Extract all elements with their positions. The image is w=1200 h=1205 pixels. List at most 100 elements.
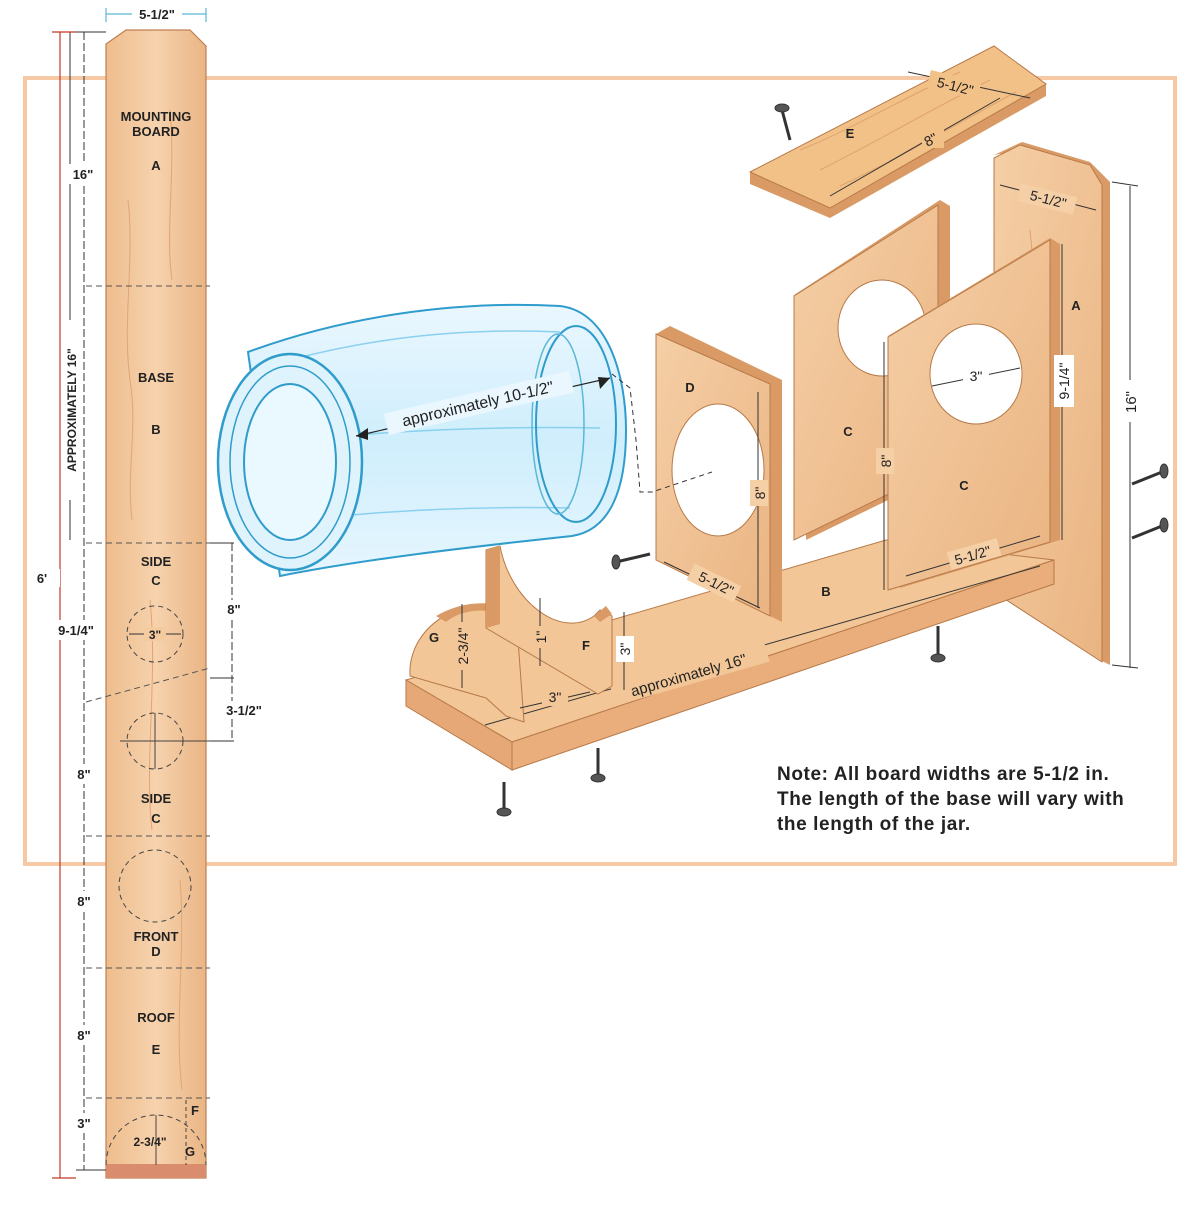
jar-bottom-rim [535, 325, 617, 523]
note-text: Note: All board widths are 5-1/2 in. The… [777, 762, 1157, 837]
len-8c-label: 8" [77, 1028, 90, 1043]
cut-line-angled [85, 667, 211, 703]
base-length-bg [610, 642, 770, 706]
len-8b-bg [70, 891, 98, 911]
cradle-f: F 1" 3" 3" [485, 545, 634, 709]
jar-dim-arrow-right [598, 377, 610, 389]
label-roof: ROOF [137, 1010, 175, 1025]
len-914-bg [48, 620, 104, 640]
board-grain-4 [178, 879, 183, 1091]
base-front-edge [511, 559, 1055, 771]
note-line-3: the length of the jar. [777, 814, 971, 835]
jar-guide-line [611, 373, 713, 493]
screw-base-3 [496, 782, 512, 817]
label-letter-e: E [152, 1042, 161, 1057]
label-mounting: MOUNTING [121, 109, 192, 124]
label-arc-dim: 2-3/4" [133, 1135, 166, 1149]
cradle-width-label: 3" [549, 689, 562, 705]
mount-width-bg [1016, 183, 1078, 215]
cradle-f-post-top [594, 606, 612, 622]
screw-base-1 [930, 626, 946, 663]
board-body [105, 29, 207, 1179]
cradle-width-bg [542, 688, 568, 706]
label-letter-f: F [191, 1103, 199, 1118]
len-8c-bg [70, 1025, 98, 1045]
mount-height-label: 16" [1123, 391, 1140, 413]
board-grain-2 [169, 109, 173, 281]
len-16-label: 16" [73, 167, 94, 182]
label-board: BOARD [132, 124, 180, 139]
len-16-bg [64, 164, 102, 184]
len-8a-label: 8" [77, 767, 90, 782]
glass-jar: approximately 10-1/2" [216, 303, 713, 578]
screw-base-2 [590, 748, 606, 783]
total-length-bg [30, 569, 60, 587]
side-front-914-label: 9-1/4" [1056, 363, 1072, 400]
cradle-arc [105, 1114, 207, 1166]
side-front-8-label: 8" [878, 455, 894, 468]
screw-mount-2 [1131, 517, 1169, 540]
side-front-8-bg [876, 448, 894, 474]
front-width-bg [686, 563, 742, 603]
note-line-1: Note: All board widths are 5-1/2 in. [777, 764, 1110, 785]
screw-roof [774, 103, 792, 141]
label-letter-c-1: C [151, 573, 161, 588]
screw-front [611, 552, 651, 570]
assembly: A 5-1/2" 16" B approximately 16" C [216, 45, 1169, 817]
approx-16-label: APPROXIMATELY 16" [65, 348, 79, 472]
screws [496, 103, 1169, 817]
note-line-2: The length of the base will vary with [777, 789, 1125, 810]
label-letter-c-2: C [151, 811, 161, 826]
label-letter-d: D [151, 944, 160, 959]
background-frame [23, 76, 1177, 866]
len-8b-label: 8" [77, 894, 90, 909]
roof-length-bg [922, 130, 944, 148]
label-side-1: SIDE [141, 554, 172, 569]
side-front-hole-label: 3" [970, 368, 983, 384]
roof-length-dim [829, 97, 1001, 197]
cradle-notch-bg [532, 626, 548, 648]
side-front-letter: C [959, 478, 969, 493]
front-letter: D [685, 380, 694, 395]
jar-dim-arrow-left [356, 428, 368, 440]
len-8a-bg [70, 764, 98, 784]
len-3-label: 3" [77, 1116, 90, 1131]
front-height-label: 8" [752, 487, 768, 500]
hole-dim-bg [144, 627, 166, 641]
label-front: FRONT [134, 929, 179, 944]
roof-e: E 5-1/2" 8" [748, 45, 1047, 218]
board-width-label-bg [132, 5, 182, 23]
front-height-bg [750, 480, 768, 506]
label-letter-g: G [185, 1144, 195, 1159]
hole-circle-side-1 [126, 605, 184, 663]
approx-label-bg [63, 320, 79, 500]
cradle-notch-label: 1" [533, 631, 549, 644]
side-dim-lower-label: 3-1/2" [226, 703, 262, 718]
mount-height-bg [1120, 380, 1140, 422]
cradle-g: G 2-3/4" [409, 603, 540, 723]
mount-height-bottom [1111, 664, 1139, 669]
hole-dim-label: 3" [149, 628, 161, 642]
label-letter-a: A [151, 158, 161, 173]
front-d: D 8" 5-1/2" [655, 326, 782, 622]
cradle-g-height-label: 2-3/4" [455, 628, 471, 665]
jar-length-bg [383, 370, 575, 436]
base-letter: B [821, 584, 830, 599]
jar-mouth-ring-1 [229, 365, 351, 559]
front-hole [671, 403, 765, 537]
jar-mouth-ring-2 [243, 383, 337, 541]
roof-letter: E [846, 126, 855, 141]
board-grain-1 [126, 199, 134, 521]
hole-circle-front [118, 849, 192, 923]
side-front-hole-bg [963, 366, 989, 384]
cradle-f-height-bg [616, 636, 634, 662]
side-front-width-bg [946, 538, 1002, 570]
cradle-g-letter: G [429, 630, 439, 645]
side-front-914-bg [1054, 355, 1074, 407]
roof-width-bg [926, 69, 982, 101]
side-c-front: 3" C 8" 9-1/4" 5-1/2" [876, 238, 1074, 591]
label-base: BASE [138, 370, 174, 385]
side-dim-lower-bg [218, 701, 270, 719]
